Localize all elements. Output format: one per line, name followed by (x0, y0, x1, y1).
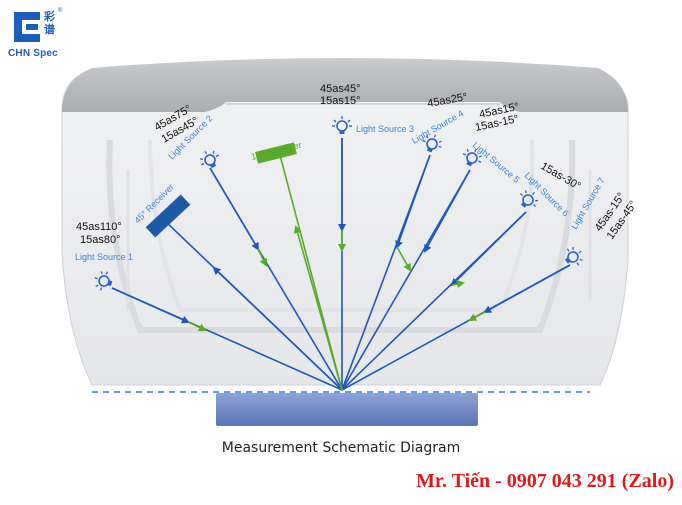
diagram-caption: Measurement Schematic Diagram (221, 440, 461, 456)
incident-ray-5-arrow (424, 169, 471, 253)
light-source-3-label: Light Source 3 (356, 124, 414, 134)
angle-label-3a: 45as45° (320, 83, 361, 95)
logo-chinese-text: 彩谱 (44, 10, 55, 36)
specular-arrow-6 (468, 311, 486, 321)
angle-label-1b: 15as80° (80, 234, 121, 246)
contact-line: Mr. Tiến - 0907 043 291 (Zalo) (416, 470, 674, 492)
light-source-7-bulb-icon (565, 246, 583, 266)
specular-arrow-5 (451, 280, 465, 289)
incident-ray-7-arrow (483, 264, 571, 313)
incident-ray-4-arrow (395, 154, 431, 249)
light-source-2-bulb-icon (199, 150, 219, 169)
reflected-ray-15-arrow (293, 225, 343, 391)
incident-ray-6-arrow (450, 211, 527, 287)
incident-ray-5 (341, 169, 471, 391)
specular-arrow-1 (187, 321, 207, 332)
incident-ray-2-arrow (209, 167, 260, 251)
light-source-5-bulb-icon (462, 148, 483, 167)
angle-label-1a: 45as110° (76, 221, 122, 233)
light-source-bulbs (94, 116, 583, 291)
specular-arrow-4 (396, 246, 411, 272)
light-source-1-bulb-icon (94, 271, 113, 291)
logo-brand-name: CHN Spec (8, 48, 58, 59)
logo-registered-mark: ® (58, 8, 63, 14)
chnspec-logo: 彩谱 ® CHN Spec (8, 8, 68, 66)
chnspec-logo-mark (14, 12, 40, 42)
light-source-1-label: Light Source 1 (75, 252, 133, 262)
light-source-4-bulb-icon (422, 134, 442, 153)
light-source-3-bulb-icon (332, 116, 352, 134)
sample-block (216, 393, 478, 426)
incident-ray-1-arrow (111, 287, 190, 324)
instrument-housing (61, 58, 629, 386)
light-source-6-bulb-icon (519, 190, 539, 208)
specular-arrow-2 (257, 248, 267, 267)
angle-label-3b: 15as15° (320, 95, 361, 107)
reflected-ray-45-arrow (212, 266, 343, 391)
light-paths (111, 138, 571, 391)
